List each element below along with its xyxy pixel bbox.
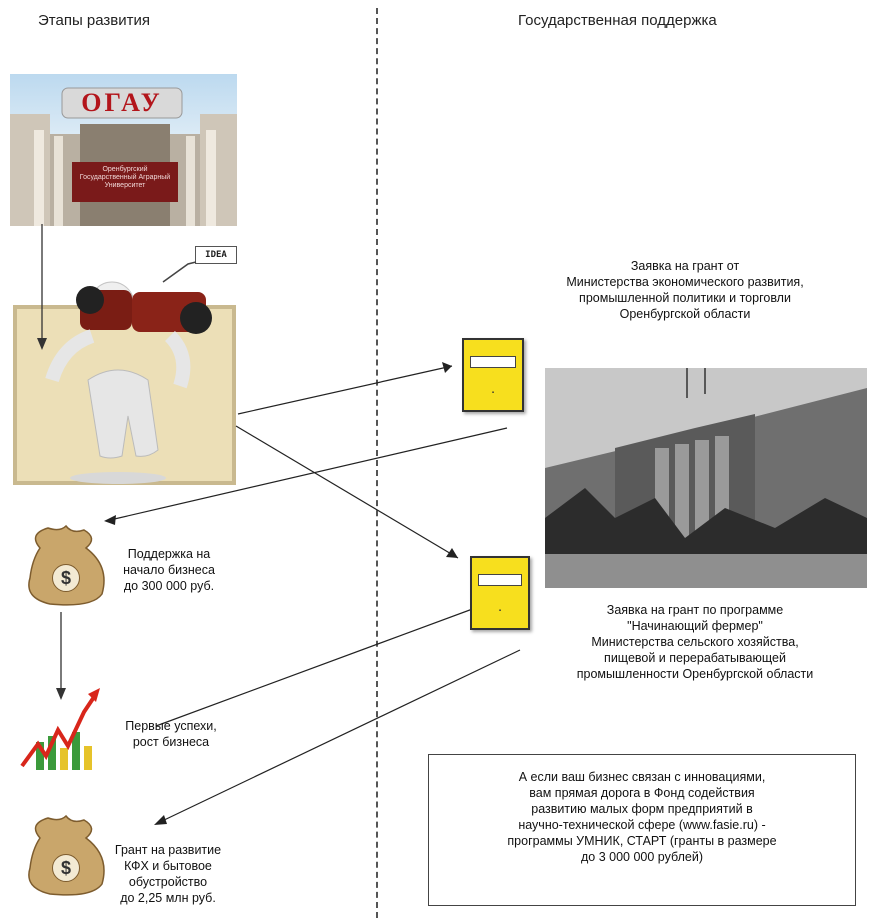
money-bag-symbol-1: $ — [52, 564, 80, 592]
stage-support-text: Поддержка на начало бизнеса до 300 000 р… — [123, 547, 215, 593]
arrow-to-grant-application-1 — [237, 365, 453, 415]
innovation-line-5: программы УМНИК, СТАРТ (гранты в размере — [507, 834, 777, 848]
right-column-header: Государственная поддержка — [518, 12, 717, 29]
arrow-application-to-success — [155, 603, 487, 727]
stage-success-text: Первые успехи, рост бизнеса — [125, 719, 217, 749]
growth-chart-icon — [20, 688, 100, 770]
university-building-graphic — [10, 87, 237, 226]
university-photo: ОГАУ Оренбургский Государственный Аграрн… — [10, 74, 237, 226]
innovation-info-box: А если ваш бизнес связан с инновациями, … — [428, 754, 856, 906]
innovation-line-2: вам прямая дорога в Фонд содействия — [529, 786, 755, 800]
grant-application-book-1: ▪ — [462, 338, 524, 412]
column-divider — [376, 8, 378, 918]
grant-application-2-text: Заявка на грант по программе "Начинающий… — [576, 603, 814, 681]
innovation-line-4: научно-технической сфере (www.fasie.ru) … — [518, 818, 766, 832]
grant-application-book-2: ▪ — [470, 556, 530, 630]
ministry-building-photo — [545, 368, 867, 588]
arrow-to-grant-application-2 — [235, 425, 459, 559]
ministry-building-graphic — [545, 368, 867, 588]
university-sign: ОГАУ — [81, 88, 163, 117]
idea-tag: IDEA — [195, 246, 237, 264]
left-column-header: Этапы развития — [38, 12, 151, 29]
innovation-line-6: до 3 000 000 рублей) — [581, 850, 703, 864]
money-bag-symbol-2: $ — [52, 854, 80, 882]
innovation-line-1: А если ваш бизнес связан с инновациями, — [518, 770, 766, 784]
arrow-ministry-to-support — [109, 427, 508, 521]
stage-grant-text: Грант на развитие КФХ и бытовое обустрой… — [114, 843, 222, 905]
binocular-figure — [45, 261, 212, 484]
arrow-ministry-to-kfh-grant — [159, 649, 521, 823]
grant-application-1-text: Заявка на грант от Министерства экономич… — [566, 259, 804, 321]
university-plaque: Оренбургский Государственный Аграрный Ун… — [79, 166, 171, 189]
innovation-line-3: развитию малых форм предприятий в — [531, 802, 753, 816]
